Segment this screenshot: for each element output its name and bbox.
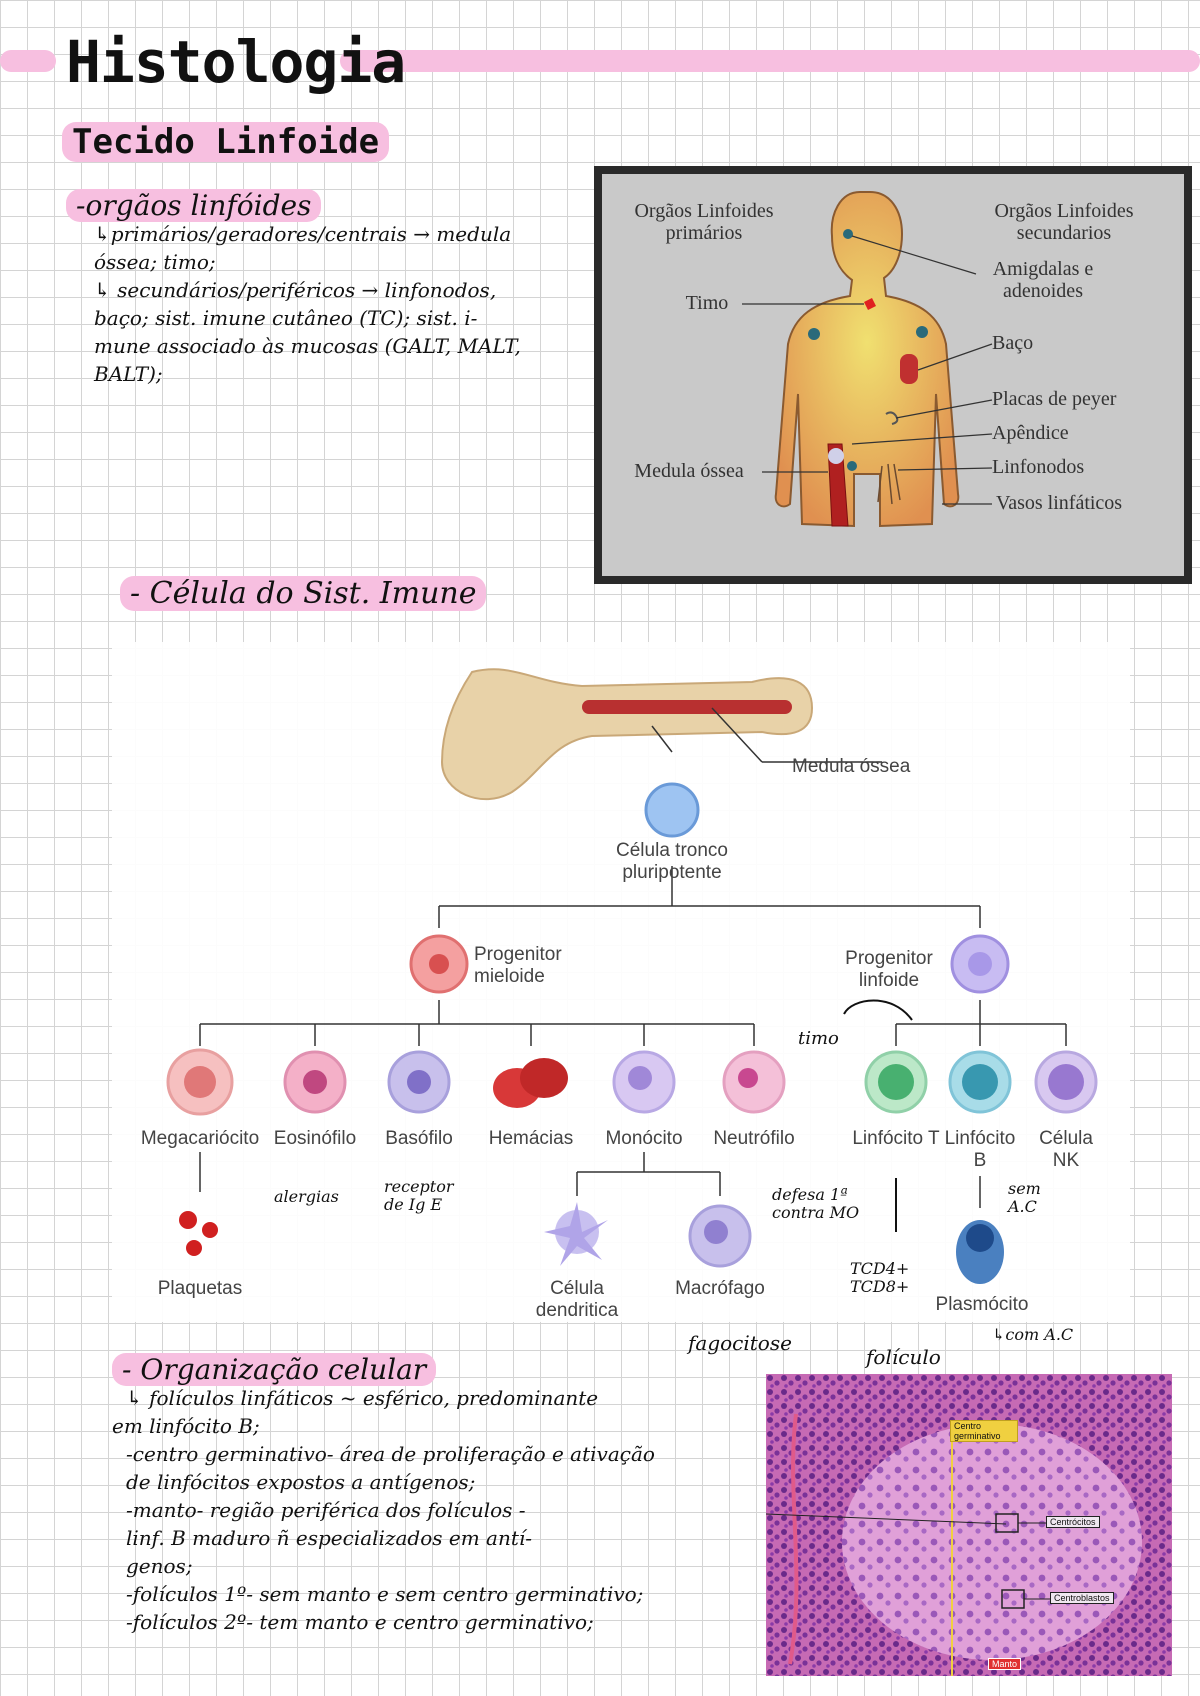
celulas-heading: - Célula do Sist. Imune: [120, 576, 487, 611]
organizacao-line: -manto- região periférica dos folículos …: [126, 1498, 526, 1522]
label-basofilo: Basófilo: [385, 1128, 453, 1149]
label-stem-cell: Célula tronco pluripotente: [616, 840, 728, 883]
label-amigdalas: Amigdalas e adenoides: [992, 258, 1094, 302]
organizacao-line: -centro germinativo- área de proliferaçã…: [126, 1442, 655, 1466]
label-linfonodos: Linfonodos: [992, 456, 1085, 478]
organizacao-line: genos;: [126, 1554, 193, 1578]
label-organs-secondary: Orgãos Linfoides secundarios: [994, 200, 1134, 244]
label-centroblastos: Centroblastos: [1050, 1592, 1114, 1604]
anno-fagocitose: fagocitose: [688, 1331, 792, 1355]
label-organs-primary: Orgãos Linfoides primários: [634, 200, 774, 244]
orgaos-notes: -orgãos linfóides ↳primários/geradores/c…: [66, 189, 586, 388]
orgaos-line: mune associado às mucosas (GALT, MALT,: [94, 334, 521, 358]
label-linfocito-b: Linfócito B: [944, 1128, 1016, 1171]
label-medula: Medula óssea: [634, 460, 744, 482]
label-centrocitos: Centrócitos: [1046, 1516, 1100, 1528]
lymphoid-organs-figure: Orgãos Linfoides primários Orgãos Linfoi…: [594, 166, 1192, 584]
label-baco: Baço: [992, 332, 1034, 354]
label-neutrofilo: Neutrófilo: [713, 1128, 795, 1149]
label-centro-germinativo: Centro germinativo: [950, 1420, 1018, 1442]
organizacao-line: -folículos 1º- sem manto e sem centro ge…: [126, 1582, 644, 1606]
organizacao-notes: - Organização celular ↳ folículos linfát…: [112, 1353, 772, 1636]
anno-timo: timo: [798, 1028, 839, 1049]
label-megacariocito: Megacariócito: [140, 1128, 260, 1149]
label-manto: Manto: [988, 1658, 1022, 1670]
label-progenitor-mieloide: Progenitor mieloide: [474, 944, 562, 987]
anno-alergias: alergias: [274, 1187, 339, 1206]
label-eosinofilo: Eosinófilo: [273, 1128, 357, 1149]
organizacao-line: ↳ folículos linfáticos ~ esférico, predo…: [126, 1386, 599, 1410]
anno-foliculo: folículo: [866, 1345, 941, 1369]
organizacao-line: de linfócitos expostos a antígenos;: [126, 1470, 476, 1494]
anno-defesa: defesa 1ª contra MO: [772, 1185, 860, 1222]
label-timo: Timo: [685, 292, 729, 314]
title-band-right: [340, 50, 1200, 72]
label-progenitor-linfoide: Progenitor linfoide: [845, 948, 933, 991]
label-apendice: Apêndice: [992, 422, 1069, 444]
label-hemacias: Hemácias: [488, 1128, 574, 1149]
anno-receptor: receptor de Ig E: [384, 1177, 454, 1214]
anno-tcd: TCD4+ TCD8+: [850, 1259, 910, 1296]
label-medula-ossea: Medula óssea: [792, 756, 911, 777]
organizacao-heading: - Organização celular: [112, 1353, 772, 1386]
label-placas: Placas de peyer: [992, 388, 1117, 410]
label-monocito: Monócito: [605, 1128, 683, 1149]
label-celula-dendritica: Célula dendritica: [535, 1278, 619, 1321]
histology-micrograph: Centro germinativo Centrócitos Centrobla…: [766, 1374, 1172, 1676]
label-macrofago: Macrófago: [675, 1278, 765, 1299]
tree-drawing: [166, 668, 1098, 1284]
label-linfocito-t: Linfócito T: [852, 1128, 940, 1149]
anno-com-ac: ↳com A.C: [992, 1325, 1074, 1344]
orgaos-line: baço; sist. imune cutâneo (TC); sist. i-: [94, 306, 478, 330]
page-title-banner: Histologia: [0, 30, 1200, 94]
organizacao-line: -folículos 2º- tem manto e centro germin…: [126, 1610, 594, 1634]
orgaos-line: ↳ secundários/periféricos → linfonodos,: [94, 278, 497, 302]
label-plasmocito: Plasmócito: [935, 1294, 1029, 1315]
label-vasos: Vasos linfáticos: [996, 492, 1123, 514]
organizacao-line: em linfócito B;: [112, 1414, 260, 1438]
orgaos-line: óssea; timo;: [94, 250, 216, 274]
anno-sem-ac: sem A.C: [1008, 1179, 1041, 1216]
title-band-left: [0, 50, 56, 72]
orgaos-heading: -orgãos linfóides: [66, 189, 586, 222]
orgaos-line: BALT);: [94, 362, 163, 386]
organizacao-line: linf. B maduro ñ especializados em antí-: [126, 1526, 533, 1550]
page-title: Histologia: [66, 28, 406, 96]
label-celula-nk: Célula NK: [1039, 1128, 1093, 1171]
immune-cell-tree: Medula óssea Célula tronco pluripotente …: [112, 642, 1130, 1322]
orgaos-line: ↳primários/geradores/centrais → medula: [94, 222, 512, 246]
section-subtitle: Tecido Linfoide: [62, 122, 390, 162]
organs-figure-inner: Orgãos Linfoides primários Orgãos Linfoi…: [602, 174, 1184, 576]
label-plaquetas: Plaquetas: [157, 1278, 243, 1299]
body-silhouette: [742, 191, 993, 528]
